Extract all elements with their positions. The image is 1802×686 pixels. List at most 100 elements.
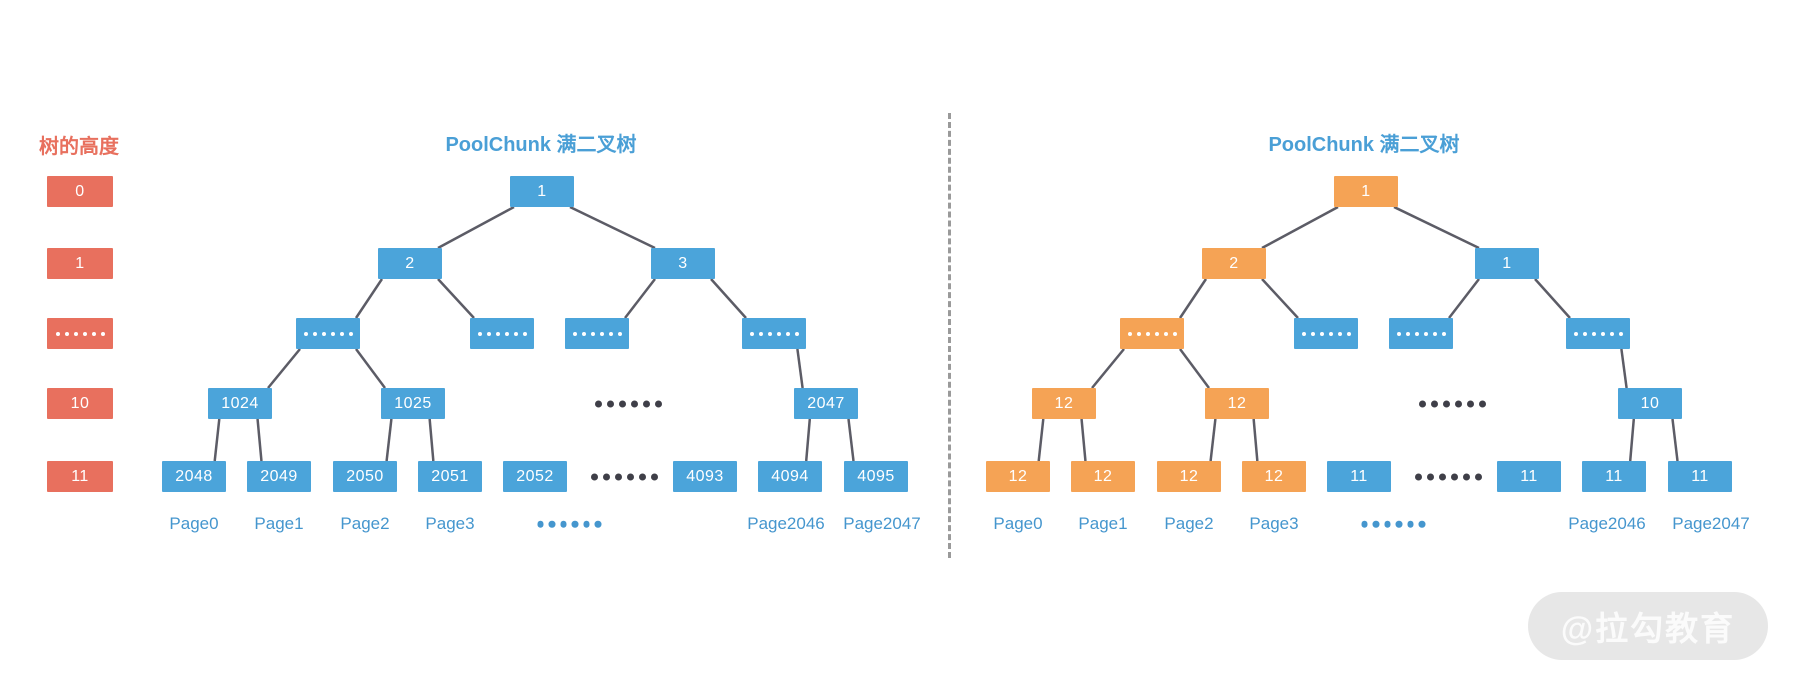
ellipsis-dot bbox=[1609, 331, 1614, 336]
tree-node-2049: 2049 bbox=[247, 461, 311, 492]
ellipsis-dot bbox=[1145, 331, 1150, 336]
ellipsis-dot bbox=[321, 331, 326, 336]
tree-node-ellipsis bbox=[565, 318, 629, 349]
divider-dashed-line bbox=[948, 113, 951, 558]
tree-node-11: 11 bbox=[1668, 461, 1732, 492]
tree-node-10: 10 bbox=[1618, 388, 1682, 419]
dot bbox=[537, 520, 544, 528]
tree-edge bbox=[1261, 278, 1299, 319]
tree-node-1024: 1024 bbox=[208, 388, 272, 419]
dot bbox=[1418, 520, 1425, 528]
dot bbox=[560, 520, 567, 528]
tree-edge bbox=[1671, 418, 1679, 462]
tree-edge bbox=[437, 278, 475, 319]
ellipsis-dot bbox=[303, 331, 308, 336]
ellipsis-dot bbox=[1414, 331, 1419, 336]
dot bbox=[1384, 520, 1391, 528]
dot bbox=[618, 400, 626, 407]
tree-node-12: 12 bbox=[1157, 461, 1221, 492]
dot bbox=[1454, 400, 1462, 407]
dot bbox=[630, 400, 638, 407]
ellipsis-dot bbox=[758, 331, 763, 336]
legend-item: 1 bbox=[47, 248, 113, 279]
dot bbox=[1450, 473, 1458, 480]
dot bbox=[1361, 520, 1368, 528]
dot bbox=[594, 400, 602, 407]
legend-item: 11 bbox=[47, 461, 113, 492]
right-tree-title: PoolChunk 满二叉树 bbox=[1268, 134, 1460, 156]
page-ellipsis-dots bbox=[1359, 520, 1428, 528]
tree-node-ellipsis bbox=[1566, 318, 1630, 349]
ellipsis-dot bbox=[1346, 331, 1351, 336]
page-label: Page2 bbox=[340, 514, 390, 533]
ellipsis-dot bbox=[91, 331, 96, 336]
tree-edge bbox=[1209, 418, 1217, 462]
tree-edge bbox=[1534, 278, 1571, 319]
dot bbox=[1407, 520, 1414, 528]
dot bbox=[590, 473, 598, 480]
page-label: Page3 bbox=[425, 514, 475, 533]
tree-edge bbox=[1393, 205, 1480, 250]
ellipsis-dots bbox=[1412, 473, 1484, 480]
ellipsis-dot bbox=[348, 331, 353, 336]
dot bbox=[1372, 520, 1379, 528]
tree-node-2047: 2047 bbox=[794, 388, 858, 419]
tree-edge bbox=[1037, 418, 1045, 462]
tree-edge bbox=[1252, 418, 1259, 462]
ellipsis-dot bbox=[1618, 331, 1623, 336]
ellipsis-dot bbox=[608, 331, 613, 336]
tree-edge bbox=[256, 418, 263, 462]
dot bbox=[602, 473, 610, 480]
ellipsis-dot bbox=[794, 331, 799, 336]
page-label: Page1 bbox=[1078, 514, 1128, 533]
dot bbox=[1395, 520, 1402, 528]
ellipsis-dots bbox=[588, 473, 660, 480]
ellipsis-dot bbox=[776, 331, 781, 336]
tree-node-4094: 4094 bbox=[758, 461, 822, 492]
ellipsis-dot bbox=[495, 331, 500, 336]
dot bbox=[606, 400, 614, 407]
tree-node-ellipsis bbox=[296, 318, 360, 349]
page-label: Page3 bbox=[1249, 514, 1299, 533]
tree-edge bbox=[569, 205, 656, 250]
dot bbox=[1414, 473, 1422, 480]
tree-node-12: 12 bbox=[1071, 461, 1135, 492]
tree-node-ellipsis bbox=[470, 318, 534, 349]
ellipsis-dot bbox=[1396, 331, 1401, 336]
tree-edge bbox=[1080, 418, 1087, 462]
tree-node-2051: 2051 bbox=[418, 461, 482, 492]
ellipsis-dot bbox=[330, 331, 335, 336]
page-label: Page0 bbox=[993, 514, 1043, 533]
ellipsis-dot bbox=[572, 331, 577, 336]
dot bbox=[654, 400, 662, 407]
tree-edge bbox=[354, 278, 384, 319]
tree-node-11: 11 bbox=[1327, 461, 1391, 492]
tree-edge bbox=[1091, 348, 1125, 389]
tree-edge bbox=[428, 418, 435, 462]
ellipsis-dot bbox=[1423, 331, 1428, 336]
tree-edge bbox=[804, 418, 812, 462]
ellipsis-dot bbox=[599, 331, 604, 336]
tree-node-11: 11 bbox=[1497, 461, 1561, 492]
ellipsis-dot bbox=[1136, 331, 1141, 336]
tree-edge bbox=[213, 418, 221, 462]
dot bbox=[1430, 400, 1438, 407]
tree-edge bbox=[354, 348, 387, 389]
dot bbox=[650, 473, 658, 480]
ellipsis-dot bbox=[617, 331, 622, 336]
tree-edge bbox=[624, 278, 656, 319]
ellipsis-dot bbox=[339, 331, 344, 336]
tree-node-3: 3 bbox=[651, 248, 715, 279]
ellipsis-dot bbox=[1172, 331, 1177, 336]
tree-node-4093: 4093 bbox=[673, 461, 737, 492]
ellipsis-dot bbox=[581, 331, 586, 336]
ellipsis-dot bbox=[486, 331, 491, 336]
tree-node-ellipsis bbox=[1120, 318, 1184, 349]
tree-node-1025: 1025 bbox=[381, 388, 445, 419]
tree-edge bbox=[1448, 278, 1480, 319]
ellipsis-dot bbox=[1337, 331, 1342, 336]
tree-edge bbox=[796, 348, 804, 389]
tree-node-2052: 2052 bbox=[503, 461, 567, 492]
ellipsis-dot bbox=[1310, 331, 1315, 336]
tree-node-2: 2 bbox=[378, 248, 442, 279]
